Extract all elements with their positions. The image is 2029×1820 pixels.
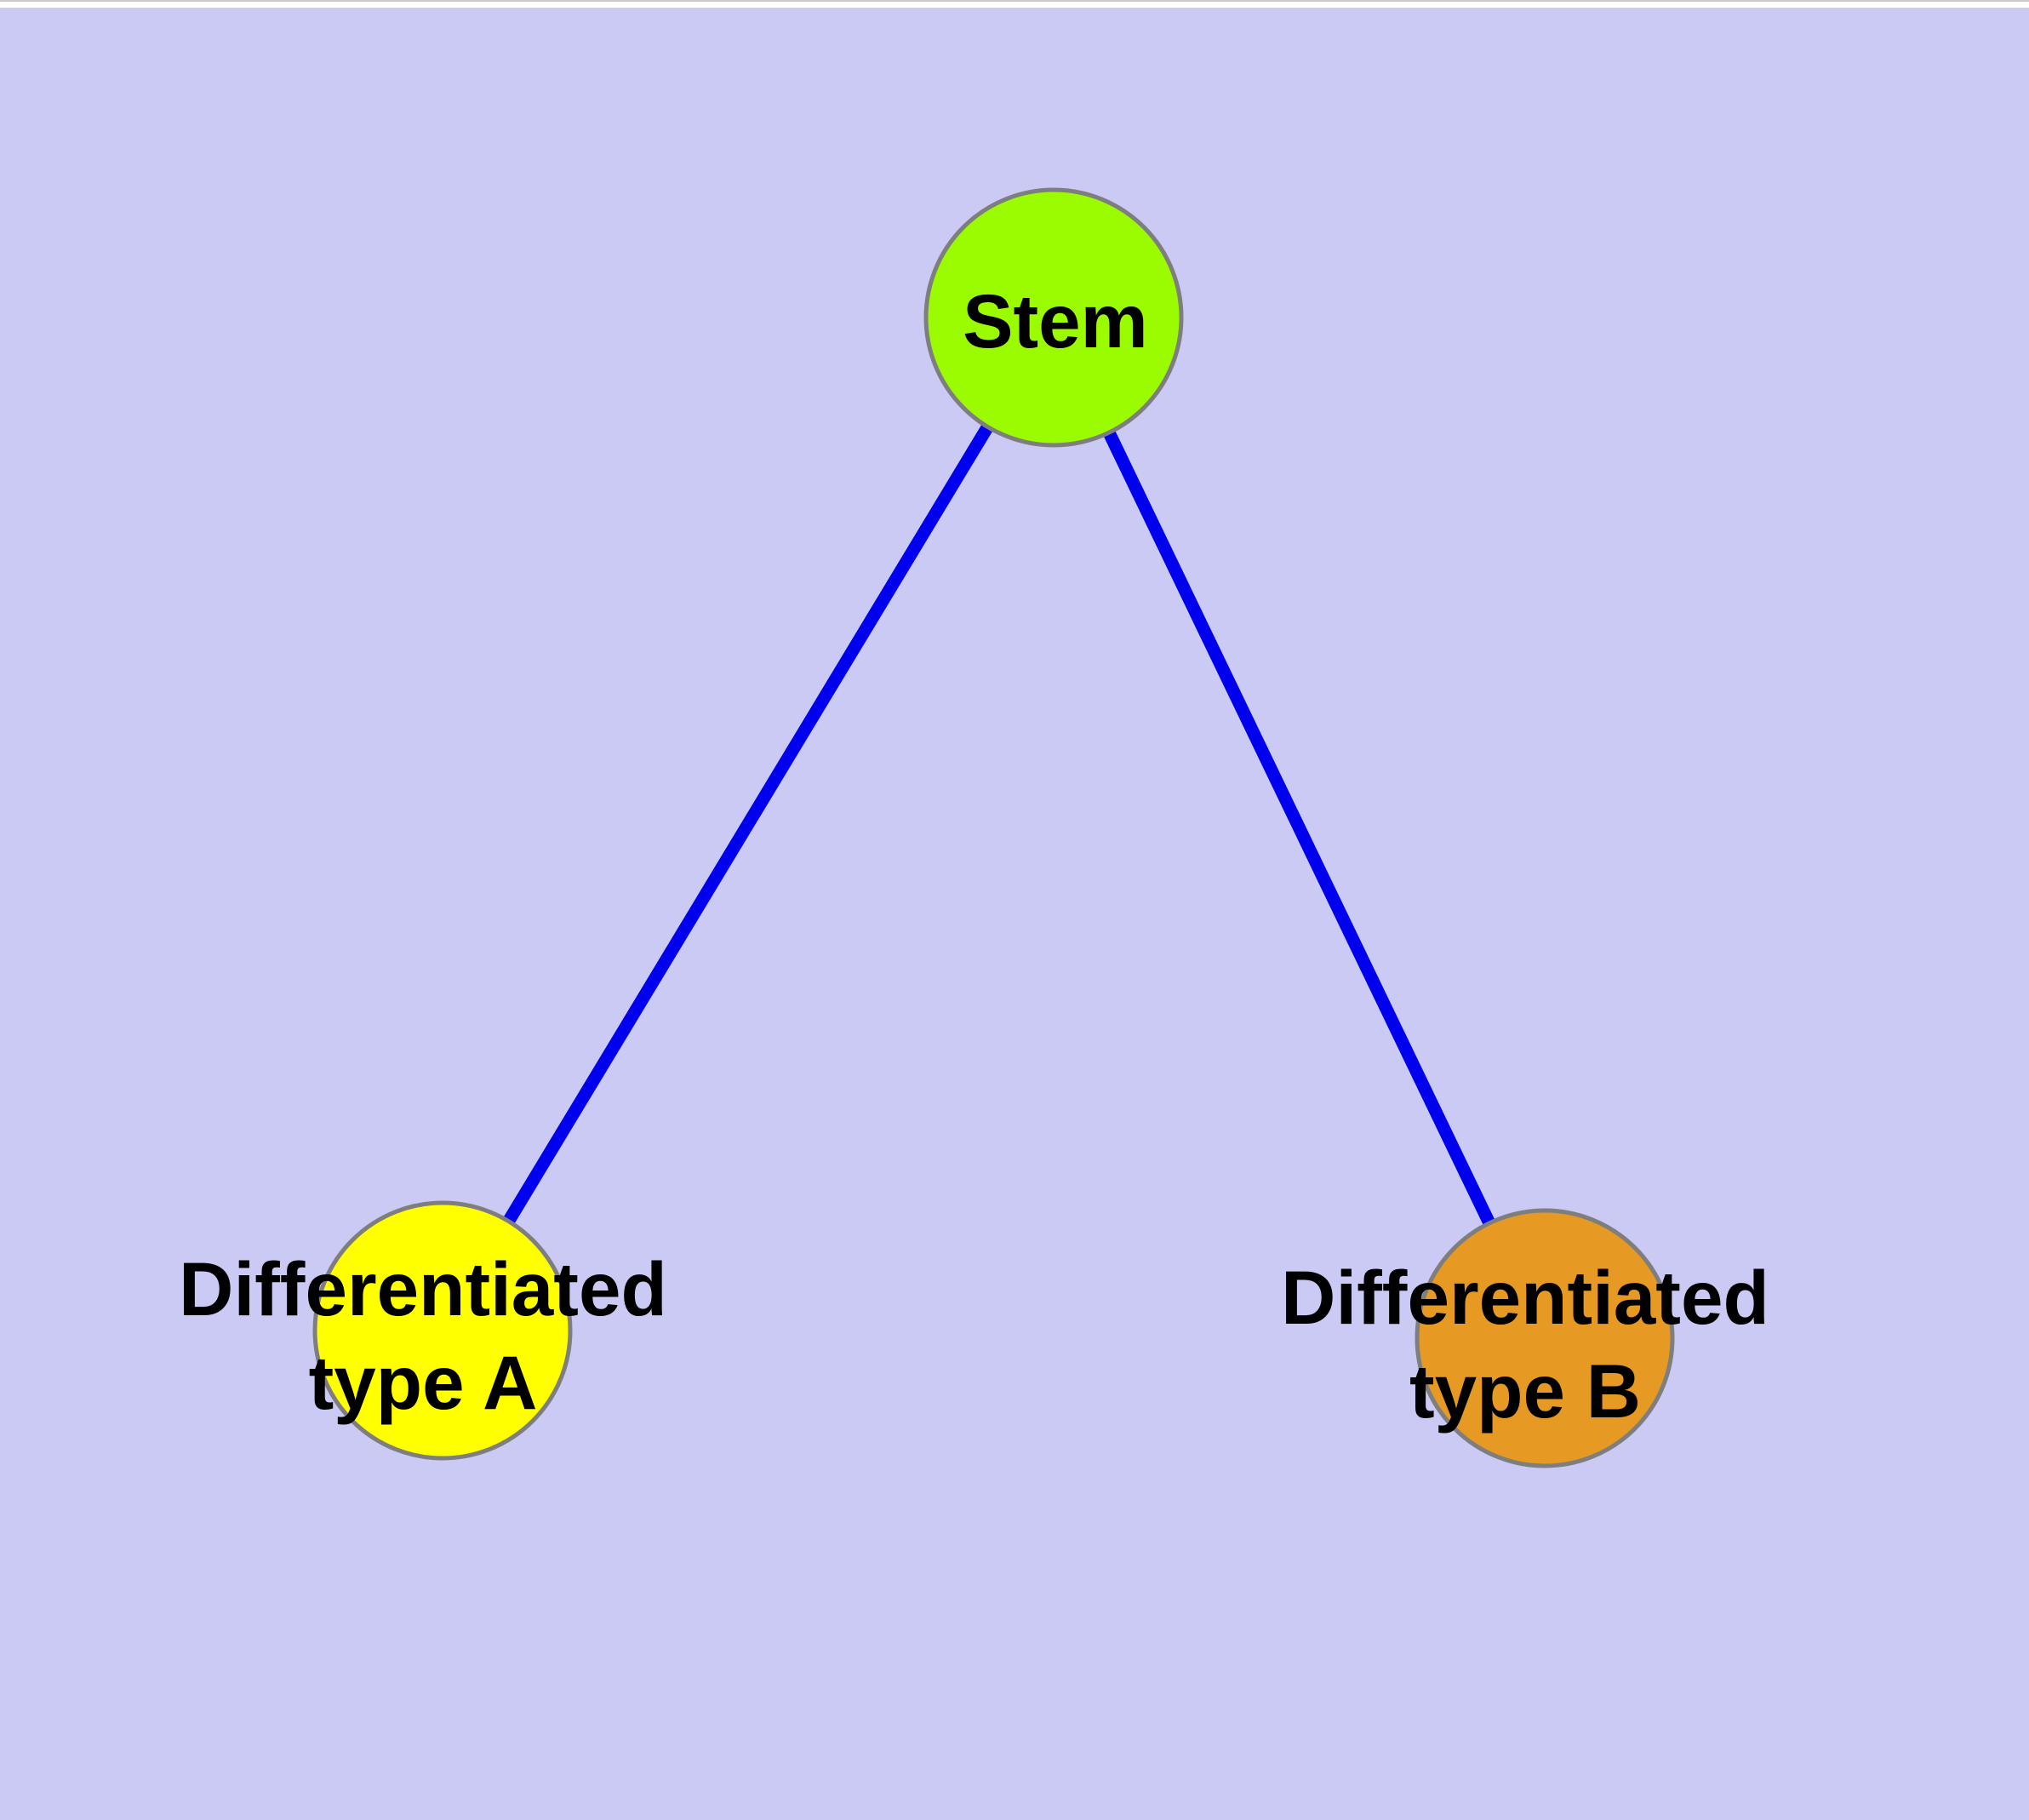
node-type-b-label-line2: type B <box>1409 1348 1641 1434</box>
top-hairline <box>0 0 2029 2</box>
node-type-a-circle <box>312 1200 573 1461</box>
node-type-b-label-line1: Differentiated <box>1281 1255 1769 1340</box>
top-margin <box>0 0 2029 8</box>
node-stem-circle <box>923 187 1184 448</box>
node-differentiated-type-a: Differentiated type A <box>179 1200 667 1461</box>
edge-stem-to-type-b <box>1048 314 1551 1342</box>
edge-stem-to-type-a <box>437 314 1060 1334</box>
node-type-a-label-line1: Differentiated <box>179 1246 667 1331</box>
node-stem: Stem <box>923 187 1184 448</box>
node-stem-label: Stem <box>963 278 1148 363</box>
node-type-a-label-line2: type A <box>309 1340 538 1425</box>
node-differentiated-type-b: Differentiated type B <box>1281 1208 1769 1468</box>
node-type-b-circle <box>1415 1208 1675 1468</box>
